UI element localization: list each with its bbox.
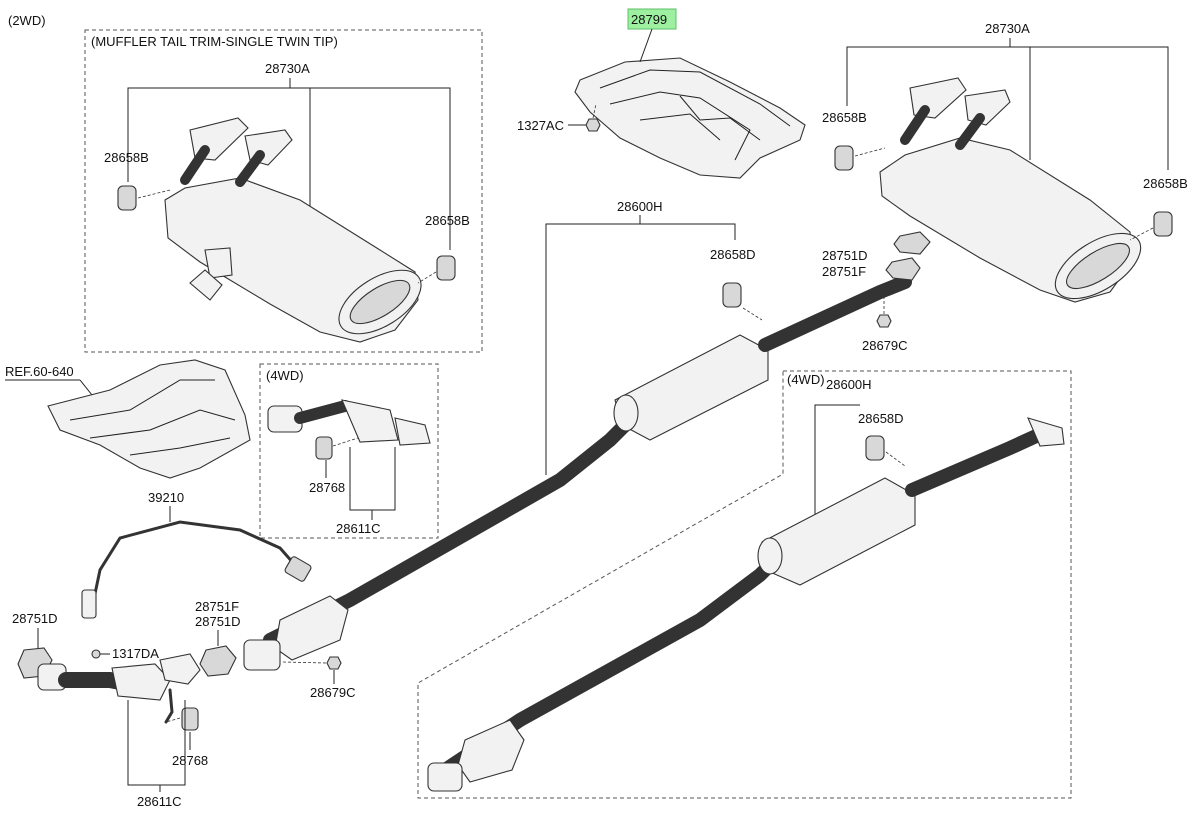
nut-right-icon bbox=[876, 314, 892, 328]
hanger-left-b-icon bbox=[436, 255, 456, 281]
heat-protector-label[interactable]: 28799 bbox=[631, 12, 667, 27]
hanger-front-label[interactable]: 28768 bbox=[172, 753, 208, 768]
muffler-tail-trim-label: (MUFFLER TAIL TRIM-SINGLE TWIN TIP) bbox=[91, 34, 338, 49]
hanger-4wd-label[interactable]: 28658D bbox=[858, 411, 904, 426]
gasket-mid-f-label[interactable]: 28751F bbox=[195, 599, 239, 614]
gasket-right-f-label[interactable]: 28751F bbox=[822, 264, 866, 279]
hanger-4wd-small-label[interactable]: 28768 bbox=[309, 480, 345, 495]
gasket-right-f-icon bbox=[885, 257, 921, 281]
muffler-right-label[interactable]: 28730A bbox=[985, 21, 1030, 36]
muffler-right-bracket bbox=[846, 46, 1169, 170]
nut-1327ac-label[interactable]: 1327AC bbox=[517, 118, 564, 133]
gasket-mid-icon bbox=[199, 645, 237, 677]
muffler-left-label[interactable]: 28730A bbox=[265, 61, 310, 76]
center-muffler-bracket bbox=[545, 223, 736, 475]
oxygen-sensor-shape bbox=[81, 520, 312, 619]
muffler-left-shape bbox=[164, 117, 422, 343]
two-wd-label: (2WD) bbox=[8, 13, 46, 28]
muffler-right-shape bbox=[879, 77, 1142, 303]
nut-1327ac-icon bbox=[585, 118, 601, 132]
muffler-left-bracket bbox=[127, 87, 451, 250]
nut-mid-label[interactable]: 28679C bbox=[310, 685, 356, 700]
front-pipe-shape bbox=[37, 653, 201, 724]
bolt-1317da-icon bbox=[91, 649, 101, 659]
hanger-right-b-label[interactable]: 28658B bbox=[1143, 176, 1188, 191]
hanger-left-b-label[interactable]: 28658B bbox=[425, 213, 470, 228]
oxygen-sensor-label[interactable]: 39210 bbox=[148, 490, 184, 505]
bolt-1317da-label[interactable]: 1317DA bbox=[112, 646, 159, 661]
four-wd-large-label: (4WD) bbox=[787, 372, 825, 387]
ref-60-640-label[interactable]: REF.60-640 bbox=[5, 364, 74, 379]
heat-protector-shape bbox=[574, 57, 806, 179]
front-pipe-label[interactable]: 28611C bbox=[137, 794, 182, 809]
hanger-right-a-icon bbox=[834, 145, 854, 171]
center-muffler-4wd-bracket bbox=[814, 404, 860, 520]
gasket-mid-d-label[interactable]: 28751D bbox=[195, 614, 241, 629]
center-muffler-label[interactable]: 28600H bbox=[617, 199, 663, 214]
hanger-4wd-icon bbox=[865, 435, 885, 461]
center-muffler-4wd-shape bbox=[427, 417, 1065, 792]
hanger-center-label[interactable]: 28658D bbox=[710, 247, 756, 262]
heat-protector-leader bbox=[639, 28, 653, 63]
muffler-tail-trim-box bbox=[84, 29, 483, 353]
front-pipe-4wd-small-label[interactable]: 28611C bbox=[336, 521, 381, 536]
center-muffler-shape bbox=[243, 275, 912, 671]
hanger-right-a-label[interactable]: 28658B bbox=[822, 110, 867, 125]
front-pipe-4wd-small-shape bbox=[267, 399, 431, 446]
gasket-right-d-label[interactable]: 28751D bbox=[822, 248, 868, 263]
hanger-left-a-label[interactable]: 28658B bbox=[104, 150, 149, 165]
hanger-left-a-icon bbox=[117, 185, 137, 211]
hanger-center-icon bbox=[722, 282, 742, 308]
four-wd-small-label: (4WD) bbox=[266, 368, 304, 383]
ref-heat-shield-shape bbox=[47, 359, 251, 479]
nut-mid-icon bbox=[326, 656, 342, 670]
hanger-right-b-icon bbox=[1153, 211, 1173, 237]
hanger-front-icon bbox=[181, 707, 199, 731]
center-muffler-4wd-label[interactable]: 28600H bbox=[826, 377, 872, 392]
gasket-left-d-label[interactable]: 28751D bbox=[12, 611, 58, 626]
four-wd-center-box bbox=[417, 370, 1072, 799]
gasket-right-d-icon bbox=[893, 231, 931, 255]
four-wd-front-pipe-box bbox=[259, 363, 439, 539]
nut-right-label[interactable]: 28679C bbox=[862, 338, 908, 353]
hanger-4wd-small-icon bbox=[315, 436, 333, 460]
